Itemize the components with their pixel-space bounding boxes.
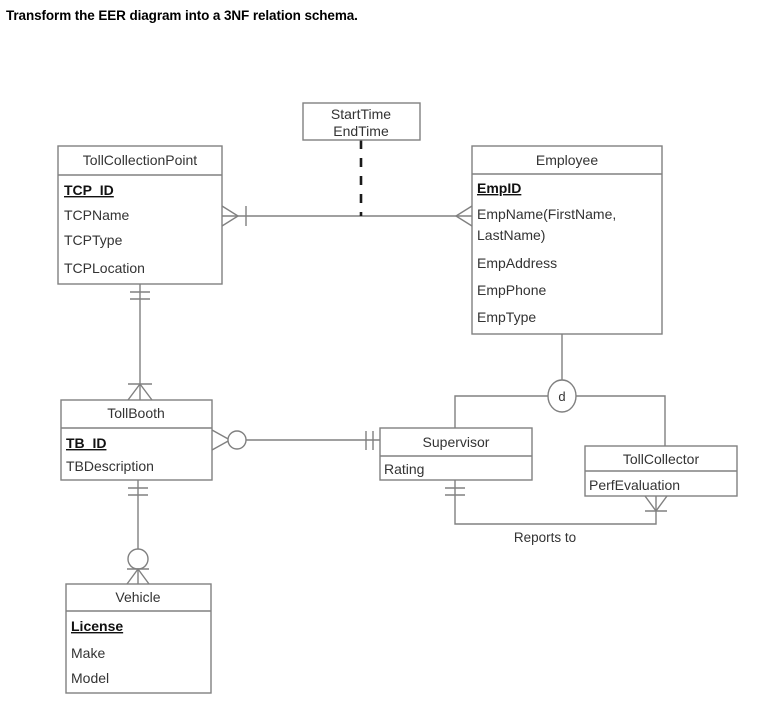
attribute-empphone: EmpPhone — [477, 282, 546, 298]
attribute-perfevaluation: PerfEvaluation — [589, 477, 680, 493]
attribute-starttime: StartTime — [331, 106, 391, 122]
specialization-circle-disjoint[interactable]: d — [547, 379, 577, 413]
entity-vehicle[interactable]: Vehicle License Make Model — [65, 583, 212, 694]
cardinality-tollbooth-supervisor-right — [365, 431, 374, 450]
page-title: Transform the EER diagram into a 3NF rel… — [6, 8, 358, 23]
attribute-make: Make — [71, 645, 105, 661]
attribute-tbdescription: TBDescription — [66, 458, 154, 474]
attribute-emptype: EmpType — [477, 309, 536, 325]
cardinality-tollbooth-supervisor-left — [211, 429, 247, 451]
cardinality-tcp-tollbooth-top — [130, 291, 150, 300]
attribute-empaddress: EmpAddress — [477, 255, 557, 271]
cardinality-tcp-employee-left — [221, 205, 247, 227]
entity-tollbooth[interactable]: TollBooth TB_ID TBDescription — [60, 399, 213, 481]
cardinality-tollbooth-vehicle-top — [128, 487, 148, 496]
attribute-empname-line1: EmpName(FirstName, — [477, 206, 616, 222]
cardinality-reports-to-supervisor — [445, 487, 465, 496]
relationship-label-reports-to: Reports to — [514, 530, 576, 545]
attribute-tcpname: TCPName — [64, 207, 130, 223]
connector-d-to-tollcollector — [576, 395, 666, 446]
attribute-empid: EmpID — [477, 180, 521, 196]
entity-name-tollcollectionpoint: TollCollectionPoint — [83, 152, 198, 168]
attribute-box-starttime-endtime[interactable]: StartTime EndTime — [302, 102, 421, 141]
specialization-symbol: d — [558, 389, 565, 404]
connector-d-to-supervisor — [454, 395, 548, 428]
entity-name-employee: Employee — [536, 152, 598, 168]
entity-name-vehicle: Vehicle — [115, 589, 160, 605]
attribute-endtime: EndTime — [333, 123, 389, 139]
entity-name-supervisor: Supervisor — [423, 434, 490, 450]
entity-tollcollector[interactable]: TollCollector PerfEvaluation — [584, 445, 738, 497]
attribute-license: License — [71, 618, 123, 634]
entity-supervisor[interactable]: Supervisor Rating — [379, 427, 533, 481]
attribute-model: Model — [71, 670, 109, 686]
entity-tollcollectionpoint[interactable]: TollCollectionPoint TCP_ID TCPName TCPTy… — [57, 145, 223, 285]
cardinality-tollbooth-vehicle-bottom — [126, 548, 150, 585]
entity-employee[interactable]: Employee EmpID EmpName(FirstName, LastNa… — [471, 145, 663, 335]
cardinality-reports-to-tollcollector — [644, 495, 668, 513]
attribute-tcptype: TCPType — [64, 232, 123, 248]
entity-name-tollbooth: TollBooth — [107, 405, 165, 421]
cardinality-tcp-employee-right — [454, 205, 473, 227]
attribute-empname-line2: LastName) — [477, 227, 545, 243]
entity-name-tollcollector: TollCollector — [623, 451, 700, 467]
attribute-tcp-id: TCP_ID — [64, 182, 114, 198]
cardinality-tcp-tollbooth-bottom — [127, 382, 153, 401]
attribute-tb-id: TB_ID — [66, 435, 106, 451]
attribute-tcplocation: TCPLocation — [64, 260, 145, 276]
attribute-rating: Rating — [384, 461, 424, 477]
